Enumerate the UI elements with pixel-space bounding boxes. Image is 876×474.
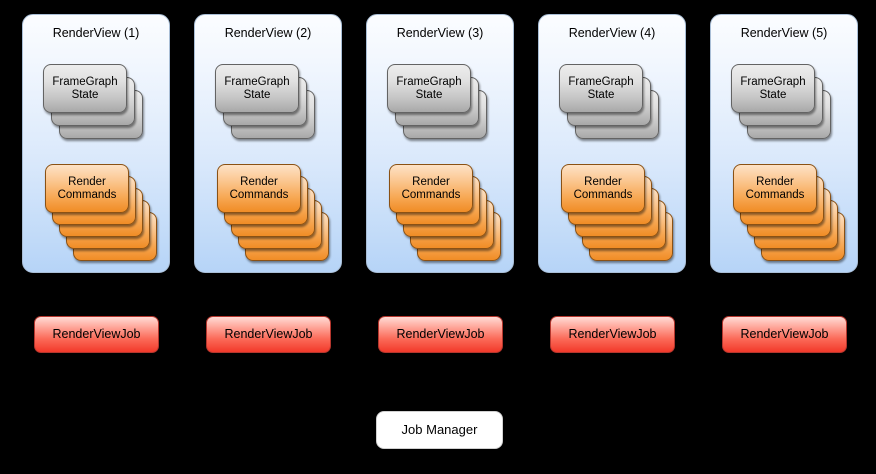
renderviewjob-label: RenderViewJob	[52, 327, 141, 341]
framegraph-state-card[interactable]: FrameGraph State	[215, 64, 299, 113]
framegraph-state-card[interactable]: FrameGraph State	[387, 64, 471, 113]
framegraph-state-card[interactable]: FrameGraph State	[731, 64, 815, 113]
renderview-title: RenderView (2)	[224, 26, 312, 40]
framegraph-state-card[interactable]: FrameGraph State	[559, 64, 643, 113]
framegraph-state-stack[interactable]: FrameGraph State	[559, 64, 667, 142]
render-commands-label: Render Commands	[573, 175, 633, 201]
renderviewjob-label: RenderViewJob	[740, 327, 829, 341]
render-commands-card[interactable]: Render Commands	[733, 164, 817, 213]
framegraph-state-stack[interactable]: FrameGraph State	[215, 64, 323, 142]
renderview-title: RenderView (5)	[740, 26, 828, 40]
framegraph-state-label: FrameGraph State	[52, 75, 118, 101]
render-commands-stack[interactable]: Render Commands	[561, 164, 673, 264]
renderviewjob-button-5[interactable]: RenderViewJob	[722, 316, 847, 353]
job-manager-node[interactable]: Job Manager	[376, 411, 503, 449]
framegraph-state-label: FrameGraph State	[568, 75, 634, 101]
framegraph-state-label: FrameGraph State	[396, 75, 462, 101]
render-commands-stack[interactable]: Render Commands	[217, 164, 329, 264]
render-commands-stack[interactable]: Render Commands	[733, 164, 845, 264]
render-commands-card[interactable]: Render Commands	[561, 164, 645, 213]
renderviewjob-button-1[interactable]: RenderViewJob	[34, 316, 159, 353]
renderview-title: RenderView (4)	[568, 26, 656, 40]
render-commands-stack[interactable]: Render Commands	[45, 164, 157, 264]
framegraph-state-label: FrameGraph State	[740, 75, 806, 101]
renderview-title: RenderView (1)	[52, 26, 140, 40]
job-manager-label: Job Manager	[401, 422, 478, 437]
render-commands-card[interactable]: Render Commands	[45, 164, 129, 213]
renderviewjob-button-3[interactable]: RenderViewJob	[378, 316, 503, 353]
framegraph-state-stack[interactable]: FrameGraph State	[731, 64, 839, 142]
framegraph-state-label: FrameGraph State	[224, 75, 290, 101]
renderviewjob-button-4[interactable]: RenderViewJob	[550, 316, 675, 353]
render-commands-label: Render Commands	[57, 175, 117, 201]
render-commands-label: Render Commands	[401, 175, 461, 201]
framegraph-state-stack[interactable]: FrameGraph State	[387, 64, 495, 142]
render-commands-stack[interactable]: Render Commands	[389, 164, 501, 264]
renderviewjob-label: RenderViewJob	[224, 327, 313, 341]
renderview-title: RenderView (3)	[396, 26, 484, 40]
framegraph-state-card[interactable]: FrameGraph State	[43, 64, 127, 113]
render-commands-label: Render Commands	[745, 175, 805, 201]
render-commands-card[interactable]: Render Commands	[217, 164, 301, 213]
render-commands-card[interactable]: Render Commands	[389, 164, 473, 213]
render-commands-label: Render Commands	[229, 175, 289, 201]
renderviewjob-button-2[interactable]: RenderViewJob	[206, 316, 331, 353]
renderviewjob-label: RenderViewJob	[396, 327, 485, 341]
framegraph-state-stack[interactable]: FrameGraph State	[43, 64, 151, 142]
renderviewjob-label: RenderViewJob	[568, 327, 657, 341]
